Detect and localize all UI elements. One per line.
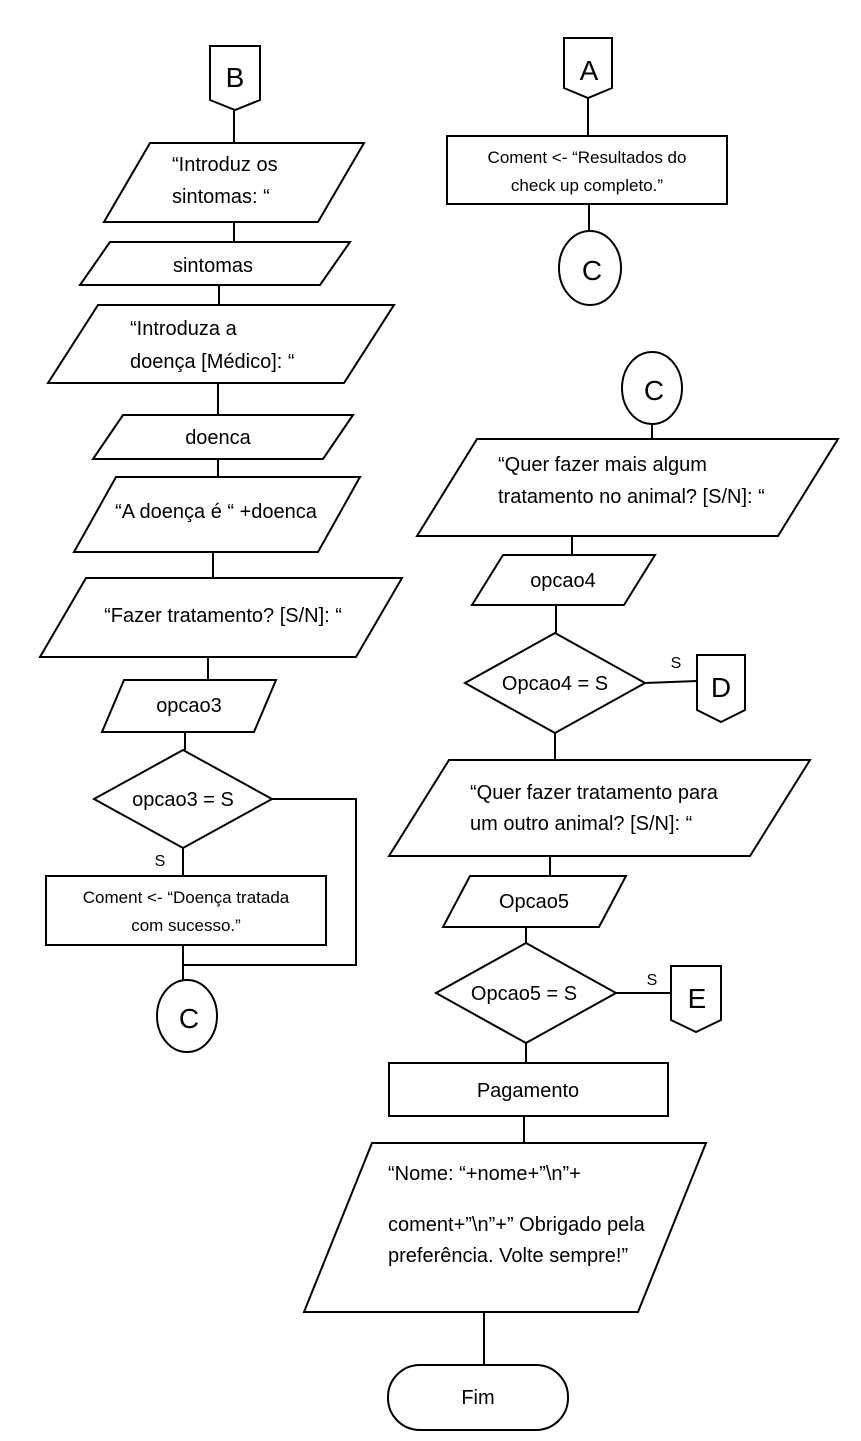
decision-opcao5-label: Opcao5 = S: [471, 983, 577, 1005]
decision-opcao3: opcao3 = S: [91, 748, 275, 850]
label-s-opcao5: S: [647, 972, 658, 989]
process-doenca-tratada: Coment <- “Doença tratada com sucesso.”: [45, 875, 327, 946]
io-introduz-sintomas-line-1: “Introduz os: [172, 154, 278, 176]
input-opcao4: opcao4: [470, 554, 657, 606]
terminal-fim-label: Fim: [461, 1387, 494, 1409]
decision-opcao4: Opcao4 = S: [462, 631, 648, 735]
connector-c-bottom-left: C: [156, 979, 218, 1053]
process-resultados-line-1: Coment <- “Resultados do: [488, 148, 687, 167]
io-outro-animal-line-1: “Quer fazer tratamento para: [470, 782, 719, 804]
decision-opcao3-label: opcao3 = S: [132, 789, 234, 811]
process-resultados: Coment <- “Resultados do check up comple…: [446, 135, 728, 205]
connector-e-label: E: [688, 983, 707, 1014]
connector-c-right-top: C: [621, 351, 683, 425]
connector-b-label: B: [226, 62, 245, 93]
process-resultados-line-2: check up completo.”: [511, 176, 663, 195]
flow-line-yes-opcao4: [644, 680, 698, 684]
io-final-message-line-3: preferência. Volte sempre!”: [388, 1245, 628, 1267]
connector-a: A: [563, 37, 613, 100]
io-doenca-e-label: “A doença é “ +doenca: [115, 501, 318, 523]
io-introduz-sintomas: “Introduz os sintomas: “: [102, 142, 366, 223]
io-introduza-doenca-line-2: doença [Médico]: “: [130, 351, 295, 373]
input-opcao5-label: Opcao5: [499, 891, 569, 913]
io-fazer-tratamento: “Fazer tratamento? [S/N]: “: [38, 577, 404, 658]
input-doenca: doenca: [91, 414, 355, 460]
connector-c-after-a: C: [558, 230, 622, 306]
connector-c-right-top-label: C: [644, 375, 664, 406]
connector-c-bottom-left-label: C: [179, 1003, 199, 1034]
input-opcao3: opcao3: [100, 679, 278, 733]
process-doenca-tratada-line-1: Coment <- “Doença tratada: [83, 888, 290, 907]
io-outro-animal: “Quer fazer tratamento para um outro ani…: [387, 759, 812, 857]
io-mais-tratamento: “Quer fazer mais algum tratamento no ani…: [415, 438, 840, 537]
io-final-message: “Nome: “+nome+”\n”+ coment+”\n”+” Obriga…: [302, 1142, 708, 1313]
io-doenca-e: “A doença é “ +doenca: [72, 476, 362, 553]
input-opcao5: Opcao5: [441, 875, 628, 928]
input-doenca-label: doenca: [185, 427, 251, 449]
io-final-message-line-2: coment+”\n”+” Obrigado pela: [388, 1214, 646, 1236]
input-opcao3-label: opcao3: [156, 695, 222, 717]
connector-d: D: [696, 654, 746, 724]
process-pagamento-label: Pagamento: [477, 1080, 579, 1102]
connector-d-label: D: [711, 672, 731, 703]
io-introduz-sintomas-line-2: sintomas: “: [172, 186, 270, 208]
process-pagamento: Pagamento: [388, 1062, 669, 1117]
io-mais-tratamento-line-2: tratamento no animal? [S/N]: “: [498, 486, 765, 508]
io-introduza-doenca: “Introduza a doença [Médico]: “: [46, 304, 396, 384]
label-s-opcao4: S: [671, 655, 682, 672]
connector-a-label: A: [580, 55, 599, 86]
connector-b: B: [209, 45, 261, 112]
io-outro-animal-line-2: um outro animal? [S/N]: “: [470, 813, 692, 835]
io-introduza-doenca-line-1: “Introduza a: [130, 318, 238, 340]
flow-line-no-branch-opcao3: [183, 798, 357, 966]
connector-e: E: [670, 965, 722, 1034]
input-opcao4-label: opcao4: [530, 570, 596, 592]
decision-opcao4-label: Opcao4 = S: [502, 673, 608, 695]
io-final-message-line-1: “Nome: “+nome+”\n”+: [388, 1163, 581, 1185]
io-mais-tratamento-line-1: “Quer fazer mais algum: [498, 454, 707, 476]
terminal-fim: Fim: [387, 1364, 569, 1431]
io-fazer-tratamento-label: “Fazer tratamento? [S/N]: “: [104, 605, 342, 627]
connector-c-after-a-label: C: [582, 255, 602, 286]
label-s-opcao3: S: [155, 853, 166, 870]
process-doenca-tratada-line-2: com sucesso.”: [131, 916, 241, 935]
decision-opcao5: Opcao5 = S: [433, 941, 619, 1045]
input-sintomas-label: sintomas: [173, 255, 253, 277]
input-sintomas: sintomas: [78, 241, 352, 286]
